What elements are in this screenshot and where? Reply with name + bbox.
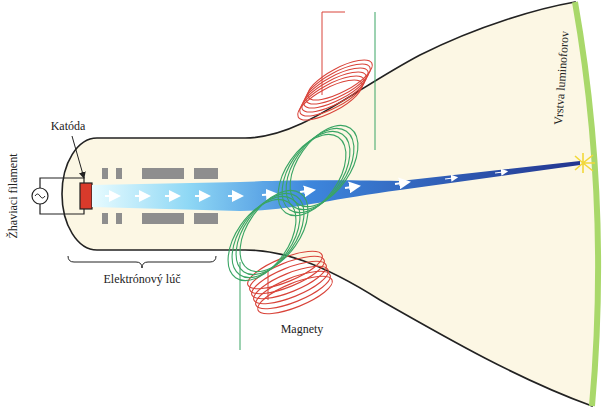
filament-wire xyxy=(40,178,84,214)
coil-frame-green xyxy=(375,12,376,150)
magnet-coil-bottom xyxy=(243,244,336,321)
magnets-label: Magnety xyxy=(281,323,324,336)
filament-label: Žhaviaci filament xyxy=(7,154,20,239)
tube-envelope xyxy=(62,2,598,406)
impact-spark xyxy=(575,153,595,173)
beam-arrows xyxy=(105,172,507,197)
cathode-leader xyxy=(72,136,84,178)
magnet-coil-top xyxy=(293,53,378,128)
filament-source xyxy=(32,188,48,204)
cathode xyxy=(80,183,92,209)
cathode-label: Katóda xyxy=(51,120,86,133)
phosphor-layer xyxy=(575,2,598,406)
gun-bracket xyxy=(68,256,216,268)
magnet-coil-green xyxy=(214,113,371,292)
filament-wave xyxy=(35,194,45,198)
gun-label: Elektrónový lúč xyxy=(104,273,181,286)
